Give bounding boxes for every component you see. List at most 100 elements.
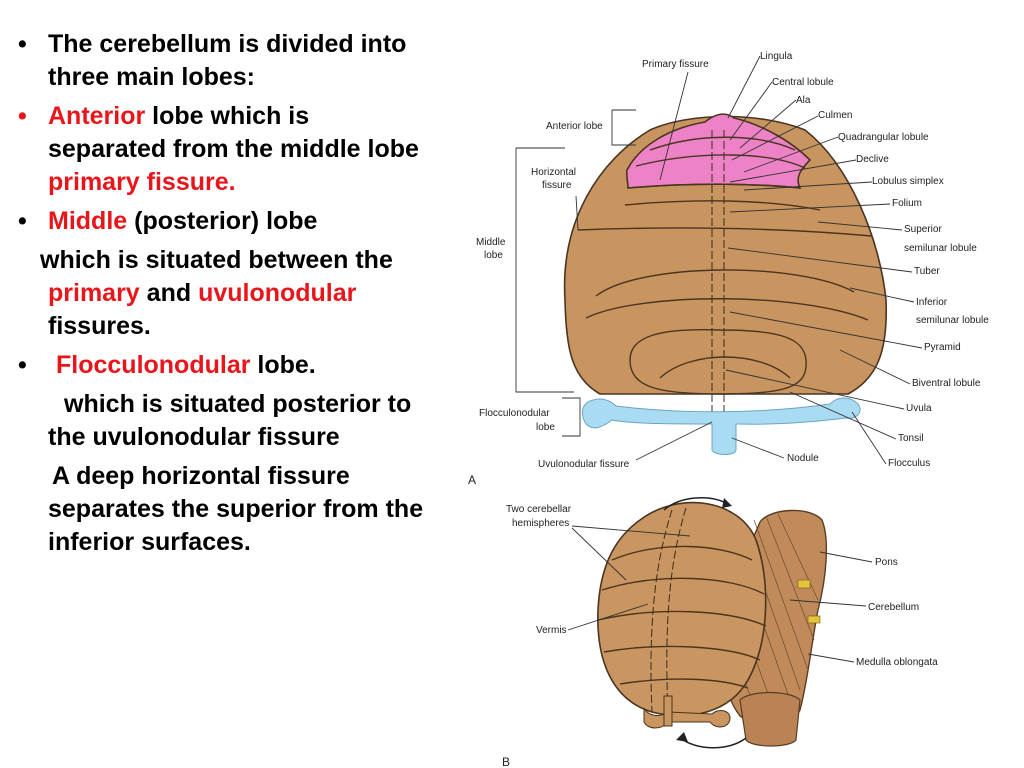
- bullet-mark: •: [18, 30, 27, 58]
- cranial-nerve-stub: [807, 615, 821, 624]
- label-tuber: Tuber: [914, 266, 940, 277]
- anterior-lobe-bracket: [611, 109, 636, 146]
- label-middle-lobe: lobe: [484, 250, 503, 261]
- panel-letter-a: A: [468, 473, 476, 487]
- leader-folium: [729, 203, 891, 213]
- label-uvula: Uvula: [906, 403, 932, 414]
- description-text: which is situated posterior to the uvulo…: [48, 390, 412, 451]
- bullet-mark: •: [18, 351, 27, 379]
- pyramid-outline: [629, 329, 807, 395]
- primary-fissure-line: [627, 183, 801, 189]
- horizontal-fissure-description: A deep horizontal fissure separates the …: [14, 460, 434, 559]
- leader-uvulonodular-fissure: [635, 421, 713, 461]
- label-ala: Ala: [796, 95, 811, 106]
- leader-ala: [739, 99, 797, 149]
- label-lobulus-simplex: Lobulus simplex: [872, 176, 944, 187]
- label-lingula: Lingula: [760, 51, 793, 62]
- inferior-folia-line: [595, 269, 855, 297]
- leader-culmen: [731, 115, 819, 161]
- text-column: • The cerebellum is divided into three m…: [14, 28, 434, 559]
- leader-medulla-oblongata: [807, 653, 855, 663]
- leader-flocculus: [851, 411, 887, 465]
- arrowhead-icon: [676, 732, 688, 742]
- label-flocculus: Flocculus: [888, 458, 930, 469]
- leader-primary-fissure: [659, 71, 689, 181]
- middle-lobe-bracket: [515, 147, 574, 393]
- flocculonodular-bracket: [562, 397, 581, 437]
- anterior-folia-line: [649, 136, 796, 151]
- cranial-nerve-stub: [797, 579, 811, 589]
- bullet-text: lobe.: [250, 351, 316, 379]
- leader-quadrangular-lobule: [743, 136, 839, 173]
- bullet-mark: •: [18, 207, 27, 235]
- label-vermis: Vermis: [536, 625, 567, 636]
- label-superior-semilunar: Superior: [904, 224, 942, 235]
- leader-pons: [819, 551, 873, 563]
- vermis-midline: [650, 509, 673, 713]
- label-central-lobule: Central lobule: [772, 77, 834, 88]
- label-declive: Declive: [856, 154, 889, 165]
- leader-lobulus-simplex: [743, 181, 873, 191]
- leader-cerebellum: [789, 599, 867, 607]
- label-horizontal-fissure: Horizontal: [531, 167, 576, 178]
- label-flocculonodular-lobe: Flocculonodular: [479, 408, 550, 419]
- folium-line: [624, 200, 821, 211]
- folia-line: [603, 645, 761, 661]
- bullet-flocculonodular-lobe: • Flocculonodular lobe.: [14, 349, 434, 382]
- leader-tuber: [727, 247, 913, 273]
- label-horizontal-fissure: fissure: [542, 180, 572, 191]
- label-cerebellum: Cerebellum: [868, 602, 919, 613]
- vermis-stub: [663, 695, 673, 727]
- bullet-middle-lobe: • Middle (posterior) lobe: [14, 205, 434, 238]
- label-tonsil: Tonsil: [898, 433, 924, 444]
- cerebellum-hemisphere-shape: [597, 501, 767, 717]
- middle-term: Middle: [48, 207, 128, 235]
- flocculonodular-lobe-shape: [581, 397, 861, 455]
- inferior-folia-line: [585, 298, 869, 321]
- bullet-text: (posterior) lobe: [127, 207, 318, 235]
- label-pons: Pons: [875, 557, 898, 568]
- primary-fissure-term: primary fissure.: [48, 168, 236, 196]
- label-pyramid: Pyramid: [924, 342, 961, 353]
- anterior-term: Anterior: [48, 102, 146, 130]
- leader-hemispheres: [571, 527, 627, 581]
- leader-uvula: [725, 369, 905, 410]
- leader-inferior-semilunar: [849, 287, 915, 303]
- label-anterior-lobe: Anterior lobe: [546, 121, 603, 132]
- label-culmen: Culmen: [818, 110, 852, 121]
- leader-hemispheres: [571, 525, 691, 537]
- folia-line: [619, 678, 749, 689]
- description-text: A deep horizontal fissure separates the …: [48, 462, 424, 556]
- label-flocculonodular-lobe: lobe: [536, 422, 555, 433]
- medulla-shape: [739, 691, 801, 747]
- anterior-folia-line: [635, 154, 806, 169]
- leader-tonsil: [789, 391, 897, 440]
- leader-declive: [729, 159, 857, 183]
- bullet-text: lobe which is separated from the middle …: [48, 102, 419, 163]
- flocculonodular-description: which is situated posterior to the uvulo…: [14, 388, 434, 454]
- description-text: and: [139, 279, 199, 307]
- label-superior-semilunar: semilunar lobule: [904, 243, 977, 254]
- label-inferior-semilunar: Inferior: [916, 297, 948, 308]
- bullet-lobes-intro: • The cerebellum is divided into three m…: [14, 28, 434, 94]
- bullet-mark: •: [18, 102, 27, 130]
- leader-horizontal-fissure: [575, 195, 579, 231]
- primary-term: primary: [48, 279, 140, 307]
- leader-biventral-lobule: [839, 349, 911, 385]
- panel-letter-b: B: [502, 755, 510, 768]
- label-two-cerebellar-hemispheres: hemispheres: [512, 518, 569, 529]
- rotation-arrow-top: [663, 497, 729, 511]
- leader-central-lobule: [729, 81, 773, 141]
- label-middle-lobe: Middle: [476, 237, 506, 248]
- label-quadrangular-lobule: Quadrangular lobule: [838, 132, 929, 143]
- leader-lingula: [727, 55, 761, 119]
- label-biventral-lobule: Biventral lobule: [912, 378, 981, 389]
- label-primary-fissure: Primary fissure: [642, 59, 709, 70]
- description-text: fissures.: [48, 312, 151, 340]
- label-medulla-oblongata: Medulla oblongata: [856, 657, 938, 668]
- label-folium: Folium: [892, 198, 922, 209]
- middle-lobe-description: which is situated between the primary an…: [14, 244, 434, 343]
- vermis-midline: [666, 507, 687, 715]
- label-inferior-semilunar: semilunar lobule: [916, 315, 989, 326]
